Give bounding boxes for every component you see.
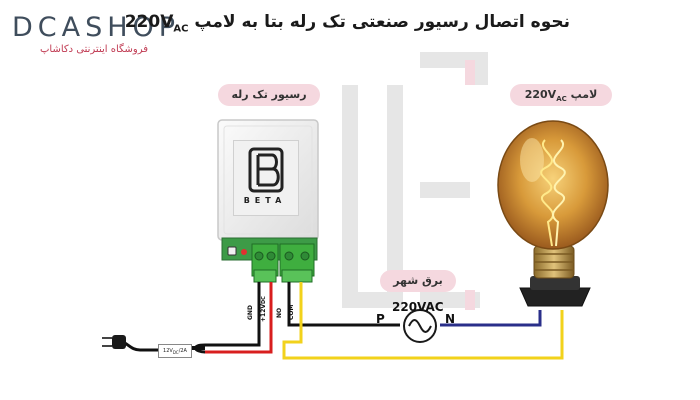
source-voltage-label: 220VAC [392, 300, 444, 314]
terminal-com: COM [288, 304, 295, 320]
neutral-label: N [445, 312, 456, 326]
receiver-pcb [221, 237, 318, 283]
lamp-socket [519, 276, 591, 307]
wire-12v [205, 282, 273, 354]
wire-neutral [440, 310, 542, 327]
beta-b-icon [248, 147, 284, 193]
wire-no [287, 282, 400, 327]
phase-label: P [376, 312, 385, 326]
beta-logo-panel [233, 140, 299, 216]
terminal-no: NO [276, 307, 283, 318]
lamp-label: لامپ 220VAC [510, 84, 612, 106]
wire-com [282, 282, 564, 360]
receiver-brand: BETA [243, 196, 287, 205]
terminal-gnd: GND [247, 305, 254, 320]
mains-label: برق شهر [380, 270, 456, 292]
lamp-cap [533, 245, 575, 279]
title-text: نحوه اتصال رسیور صنعتی تک رله بتا به لام… [194, 12, 570, 32]
power-adapter [102, 335, 206, 354]
lamp-bulb [497, 120, 609, 250]
ac-source [403, 309, 437, 343]
brand-tagline: فروشگاه اینترنتی دکاشاپ [40, 44, 149, 55]
terminal-12v: +12VDC [260, 296, 267, 322]
title-voltage: 220VAC [124, 12, 189, 35]
brand-logo: DCASHOP [12, 12, 181, 43]
receiver-label: رسیور تک رله [218, 84, 320, 106]
wire-gnd [205, 282, 261, 347]
adapter-label: 12VDC/2A [158, 344, 192, 358]
diagram-title: نحوه اتصال رسیور صنعتی تک رله بتا به لام… [125, 12, 570, 34]
